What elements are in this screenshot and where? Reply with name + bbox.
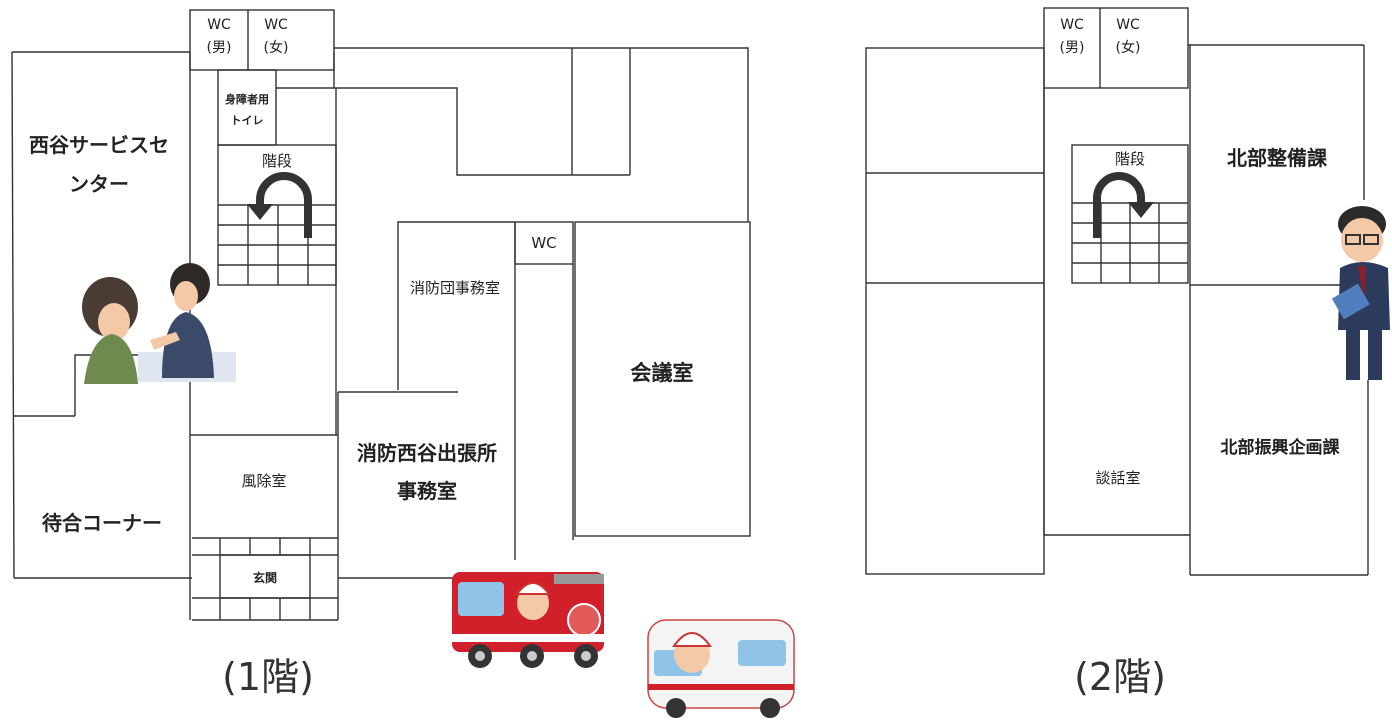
- floor2-caption: (2階): [1074, 655, 1166, 699]
- floor1-labels: WC (男) WC (女) 身障者用 トイレ 階段 西谷サービスセ ンター 消防…: [29, 17, 694, 699]
- office-worker-icon: [1331, 206, 1390, 380]
- ambulance-icon: [647, 619, 795, 718]
- floor1-plan: [11, 9, 751, 621]
- stairs-label: 階段: [262, 152, 292, 170]
- stairs-label-2f: 階段: [1115, 150, 1145, 168]
- wc-men-label: WC: [207, 17, 231, 33]
- fire-engine-icon: [452, 572, 604, 668]
- service-center-sub-label: ンター: [69, 172, 129, 196]
- windbreak-room-label: 風除室: [241, 472, 286, 490]
- wc-women-label-2f: WC: [1116, 17, 1140, 33]
- wc-men-sub-label: (男): [207, 40, 232, 56]
- wc-men-label-2f: WC: [1060, 17, 1084, 33]
- service-center-label: 西谷サービスセ: [29, 133, 169, 157]
- accessible-toilet-sub-label: トイレ: [231, 114, 264, 127]
- lounge-label: 談話室: [1095, 469, 1140, 487]
- waiting-corner-label: 待合コーナー: [42, 511, 162, 535]
- north-planning-label: 北部振興企画課: [1221, 437, 1341, 458]
- north-maintenance-label: 北部整備課: [1227, 146, 1328, 170]
- floor2-labels: WC (男) WC (女) 階段 北部整備課 北部振興企画課 談話室 (2階): [1060, 17, 1341, 699]
- wc-women-sub-label: (女): [264, 39, 289, 56]
- u-turn-arrow-icon: [1093, 172, 1154, 238]
- wc-men-sub-label-2f: (男): [1060, 40, 1085, 56]
- wc-women-sub-label-2f: (女): [1116, 39, 1141, 56]
- wc-small-label: WC: [531, 234, 556, 252]
- meeting-room-label: 会議室: [631, 361, 694, 385]
- u-turn-arrow-icon: [247, 172, 312, 238]
- wc-women-label: WC: [264, 17, 288, 33]
- floor2-plan: [865, 7, 1369, 576]
- fire-corps-office-label: 消防団事務室: [410, 279, 500, 297]
- accessible-toilet-label: 身障者用: [225, 92, 269, 106]
- entrance-label: 玄関: [253, 570, 277, 585]
- fire-branch-label: 消防西谷出張所: [357, 441, 497, 465]
- floor1-caption: (1階): [222, 655, 314, 699]
- fire-branch-sub-label: 事務室: [397, 479, 457, 503]
- reception-people-icon: [82, 263, 236, 384]
